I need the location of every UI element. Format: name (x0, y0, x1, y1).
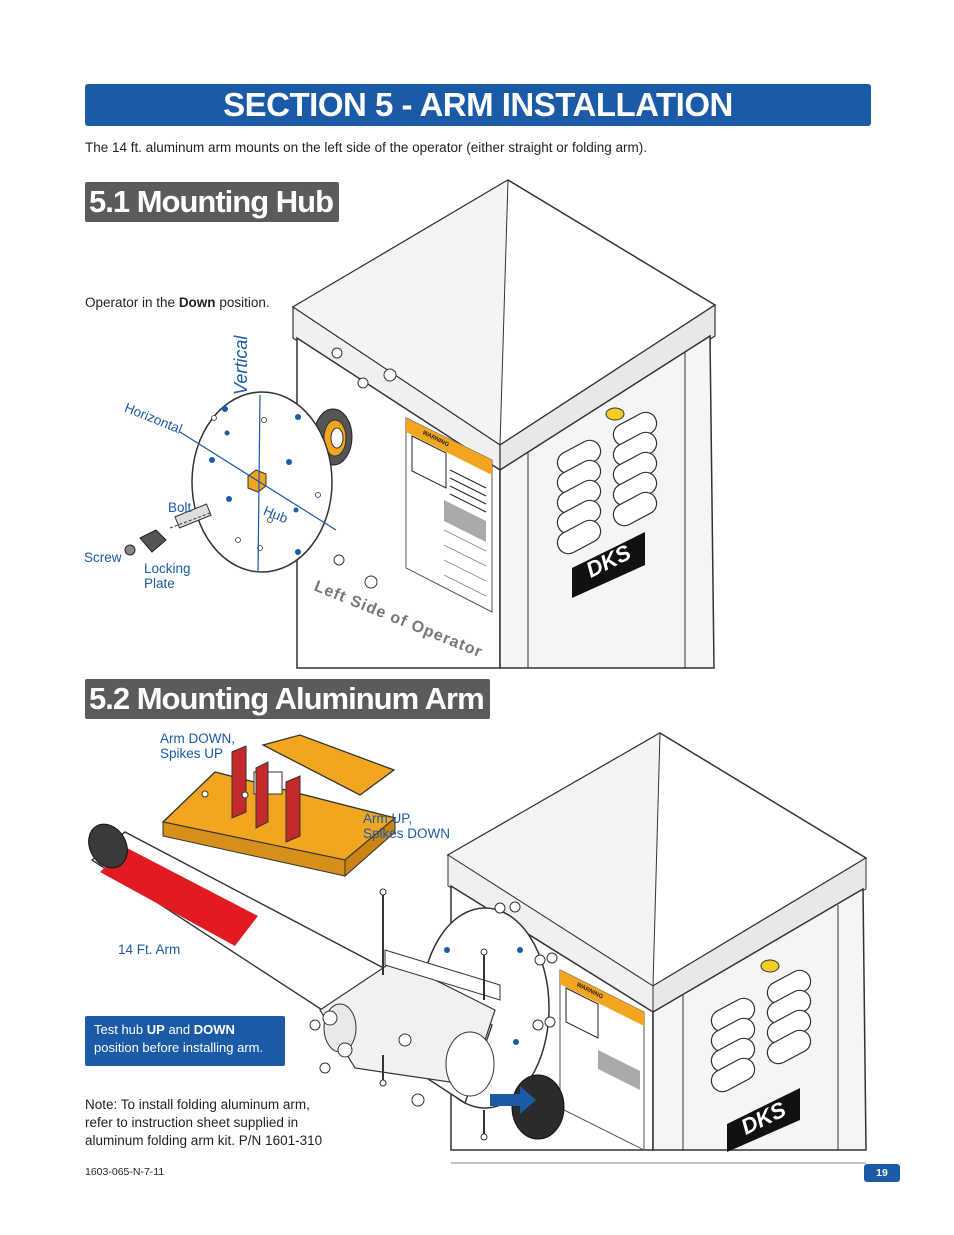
label-arm-down: Arm DOWN, Spikes UP (160, 731, 235, 761)
arm-section-title-text: 5.2 Mounting Aluminum Arm (89, 681, 485, 716)
document-code: 1603-065-N-7-11 (85, 1166, 165, 1178)
arm-bracket (161, 734, 397, 878)
callout-line2: position before installing arm. (94, 1040, 264, 1055)
page-number: 19 (864, 1164, 900, 1182)
aluminum-arm (88, 823, 501, 1105)
label-arm-length: 14 Ft. Arm (118, 942, 181, 957)
operator-cabinet-lower (446, 732, 868, 1164)
label-locking-plate: Locking Plate (144, 561, 191, 591)
label-arm-down-line1: Arm DOWN, (160, 731, 235, 746)
section-title: SECTION 5 - ARM INSTALLATION (223, 86, 733, 123)
note-line-3: aluminum folding arm kit. P/N 1601-310 (85, 1133, 323, 1148)
folding-arm-note: Note: To install folding aluminum arm, r… (85, 1096, 322, 1150)
callout-line1: Test hub UP and DOWN (94, 1021, 285, 1039)
section-title-banner: SECTION 5 - ARM INSTALLATION (85, 84, 871, 126)
callout-up: UP (146, 1022, 165, 1037)
operator-note-suffix: position. (215, 295, 270, 310)
operator-position-note: Operator in the Down position. (85, 295, 270, 310)
callout-prefix: Test hub (94, 1022, 147, 1037)
hub-disc (179, 391, 337, 573)
label-arm-up-line2: Spikes DOWN (363, 826, 451, 841)
label-arm-down-line2: Spikes UP (160, 746, 224, 761)
label-arm-up-line1: Arm UP, (363, 811, 413, 826)
hub-section-title: 5.1 Mounting Hub (85, 182, 340, 222)
label-vertical: Vertical (231, 335, 251, 395)
operator-cabinet-upper (291, 179, 717, 669)
label-arm-up: Arm UP, Spikes DOWN (363, 811, 450, 841)
test-hub-callout: Test hub UP and DOWN position before ins… (85, 1016, 285, 1066)
operator-note-prefix: Operator in the (85, 295, 179, 310)
callout-and: and (164, 1022, 194, 1037)
bolt-assembly (124, 503, 212, 556)
arm-fasteners (309, 888, 558, 1141)
callout-down: DOWN (193, 1022, 235, 1037)
note-line-2: refer to instruction sheet supplied in (85, 1115, 299, 1130)
note-line-1: Note: To install folding aluminum arm, (85, 1097, 310, 1112)
operator-note-bold: Down (178, 295, 216, 310)
arm-section-title: 5.2 Mounting Aluminum Arm (85, 679, 490, 719)
label-screw: Screw (84, 550, 122, 565)
intro-text: The 14 ft. aluminum arm mounts on the le… (85, 140, 648, 155)
hub-section-title-text: 5.1 Mounting Hub (89, 184, 334, 219)
label-bolt: Bolt (168, 500, 192, 515)
